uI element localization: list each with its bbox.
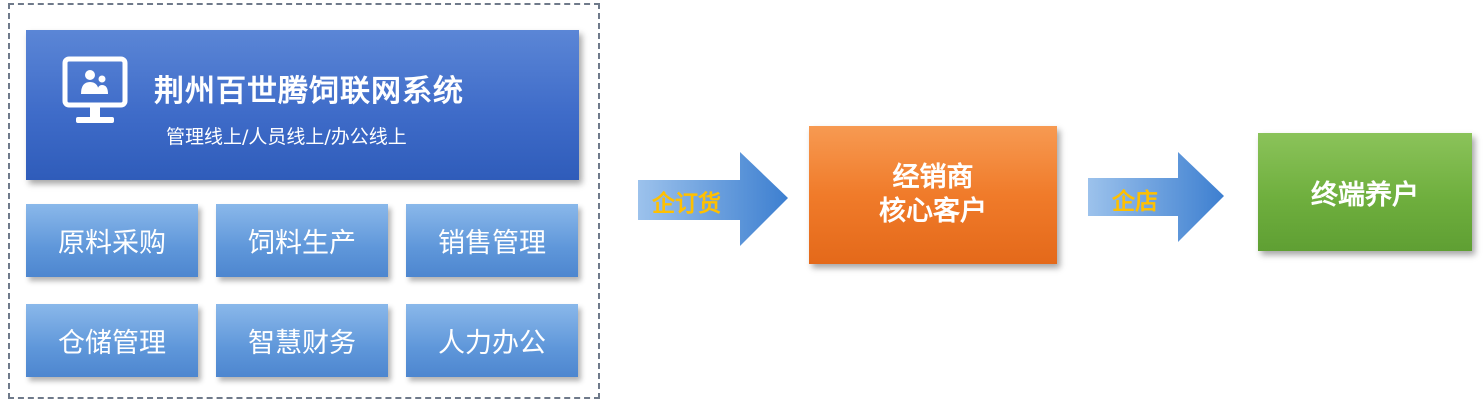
module-feed-production: 饲料生产 <box>216 204 388 277</box>
terminal-farmer-node: 终端养户 <box>1258 133 1472 251</box>
arrow-label-order: 企订货 <box>652 191 721 217</box>
system-header: 荆州百世腾饲联网系统 管理线上/人员线上/办公线上 <box>26 30 579 180</box>
system-subtitle: 管理线上/人员线上/办公线上 <box>166 126 407 148</box>
module-warehouse-management: 仓储管理 <box>26 304 198 377</box>
arrow-label-store: 企店 <box>1112 189 1158 215</box>
system-boundary <box>8 3 600 399</box>
module-raw-material-purchase: 原料采购 <box>26 204 198 277</box>
monitor-users-icon <box>62 56 128 128</box>
arrow-right-icon <box>1088 152 1224 242</box>
core-customer-label: 核心客户 <box>879 196 987 227</box>
flow-arrow-order: 企订货 <box>636 150 792 250</box>
system-title: 荆州百世腾饲联网系统 <box>154 74 464 109</box>
dealer-core-customer-node: 经销商 核心客户 <box>809 126 1057 264</box>
dealer-label: 经销商 <box>892 162 974 193</box>
module-smart-finance: 智慧财务 <box>216 304 388 377</box>
module-hr-office: 人力办公 <box>406 304 578 377</box>
arrow-right-icon <box>638 152 788 246</box>
terminal-farmer-label: 终端养户 <box>1311 179 1419 211</box>
flow-arrow-store: 企店 <box>1086 150 1228 246</box>
module-sales-management: 销售管理 <box>406 204 578 277</box>
